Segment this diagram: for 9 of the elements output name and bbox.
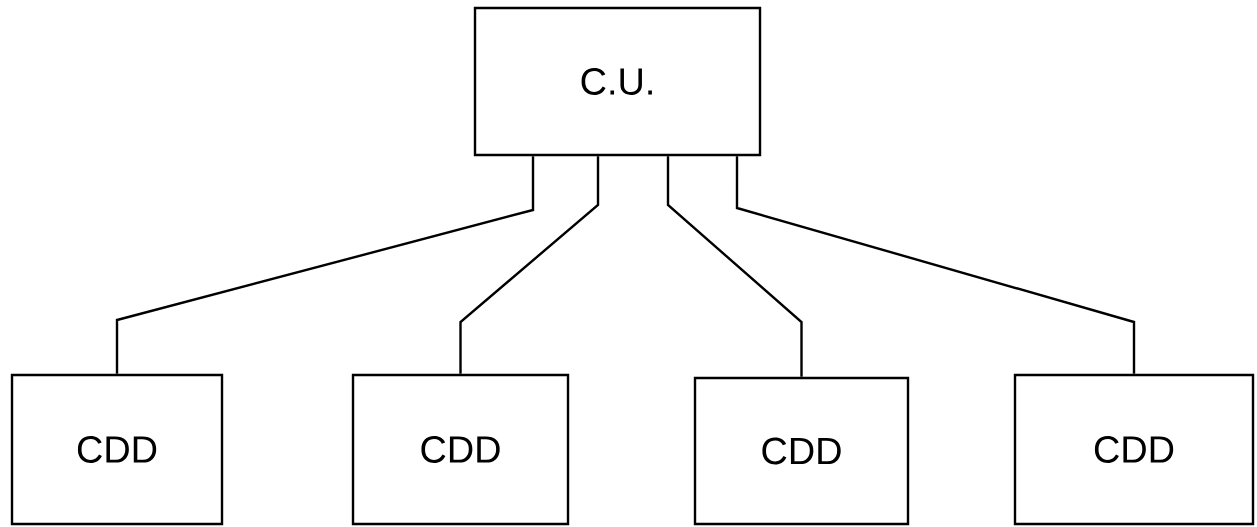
device-box: CDD (10, 373, 224, 526)
device-box: CDD (351, 373, 570, 526)
device-box: CDD (1013, 373, 1255, 526)
control-unit-box: C.U. (473, 6, 762, 157)
connector-line (459, 156, 600, 374)
connector-line (666, 156, 803, 377)
connector-line (115, 156, 535, 374)
device-box: CDD (693, 376, 910, 526)
connector-line (735, 156, 1136, 374)
